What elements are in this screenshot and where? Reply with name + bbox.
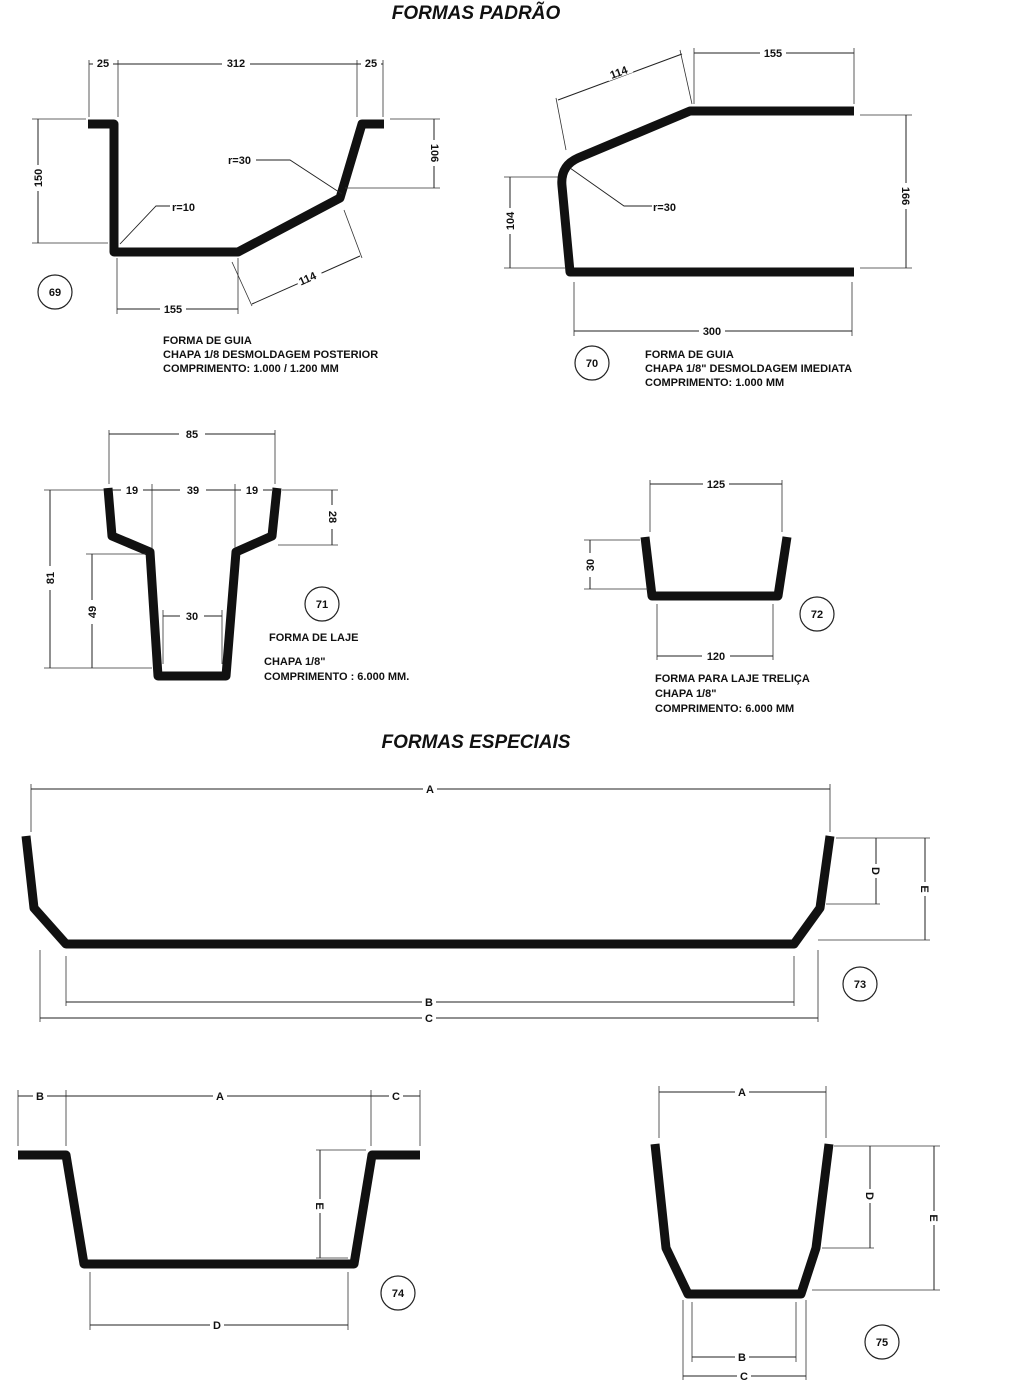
f73-label-a: A bbox=[426, 784, 434, 796]
f71-dim-bottom: 30 bbox=[186, 611, 198, 623]
f73-label-b: B bbox=[425, 997, 433, 1009]
f74-label-e: E bbox=[313, 1202, 325, 1209]
f71-note-3: COMPRIMENTO : 6.000 MM. bbox=[264, 671, 409, 683]
f69-radius-large: r=30 bbox=[228, 155, 251, 167]
f75-label-a: A bbox=[738, 1087, 746, 1099]
form-73-profile bbox=[21, 835, 835, 949]
form-69: 25 312 25 150 106 155 114 r=10 r=30 69 F… bbox=[31, 57, 441, 375]
f72-note-3: COMPRIMENTO: 6.000 MM bbox=[655, 703, 794, 715]
f71-dim-seg-left: 19 bbox=[126, 485, 138, 497]
f69-dim-top: 312 bbox=[227, 58, 245, 70]
f72-note-1: FORMA PARA LAJE TRELIÇA bbox=[655, 673, 810, 685]
f69-dim-height-right: 106 bbox=[428, 144, 440, 162]
form-70: 114 155 104 166 300 r=30 70 FORMA DE GUI… bbox=[503, 46, 913, 389]
f69-number: 69 bbox=[49, 287, 61, 299]
f71-dim-seg-right: 19 bbox=[246, 485, 258, 497]
f70-dim-right-height: 166 bbox=[899, 187, 911, 205]
f70-radius: r=30 bbox=[653, 202, 676, 214]
f71-number: 71 bbox=[316, 599, 328, 611]
f69-dim-height-left: 150 bbox=[33, 169, 45, 187]
f71-note-2: CHAPA 1/8" bbox=[264, 656, 325, 668]
form-72: 125 30 120 72 FORMA PARA LAJE TRELIÇA CH… bbox=[583, 477, 835, 715]
f70-dim-top: 155 bbox=[764, 48, 782, 60]
f70-number-badge bbox=[574, 345, 610, 381]
f75-number: 75 bbox=[876, 1337, 888, 1349]
form-74: B A C E D 74 bbox=[17, 1089, 421, 1332]
f69-dim-left-flange: 25 bbox=[97, 58, 109, 70]
form-70-profile bbox=[557, 106, 854, 277]
f72-dim-bottom: 120 bbox=[707, 651, 725, 663]
f74-number-badge bbox=[380, 1275, 416, 1311]
f71-dim-top: 85 bbox=[186, 429, 198, 441]
f70-dim-slope: 114 bbox=[609, 64, 631, 82]
form-73: A D E B C 73 bbox=[21, 782, 932, 1025]
f70-note-1: FORMA DE GUIA bbox=[645, 349, 734, 361]
form-75-profile bbox=[650, 1143, 834, 1299]
f71-dim-total-height: 81 bbox=[45, 572, 57, 584]
f74-number: 74 bbox=[392, 1288, 405, 1300]
f74-label-a: A bbox=[216, 1091, 224, 1103]
title-standard-forms: FORMAS PADRÃO bbox=[392, 2, 561, 24]
form-72-profile bbox=[640, 536, 792, 601]
f72-dim-height: 30 bbox=[585, 559, 597, 571]
f69-number-badge bbox=[37, 274, 73, 310]
f73-label-d: D bbox=[869, 867, 881, 875]
f73-label-e: E bbox=[918, 885, 930, 892]
f69-note-2: CHAPA 1/8 DESMOLDAGEM POSTERIOR bbox=[163, 349, 378, 361]
form-71-profile bbox=[103, 487, 282, 681]
f69-note-3: COMPRIMENTO: 1.000 / 1.200 MM bbox=[163, 363, 339, 375]
f75-label-c: C bbox=[740, 1371, 748, 1383]
f69-dim-right-flange: 25 bbox=[365, 58, 377, 70]
title-special-forms: FORMAS ESPECIAIS bbox=[382, 732, 571, 753]
form-75: A D E B C 75 bbox=[650, 1085, 941, 1383]
f70-note-3: COMPRIMENTO: 1.000 MM bbox=[645, 377, 784, 389]
f75-label-d: D bbox=[863, 1192, 875, 1200]
f72-number: 72 bbox=[811, 609, 823, 621]
f69-note-1: FORMA DE GUIA bbox=[163, 335, 252, 347]
form-71: 85 19 39 19 28 81 49 30 71 FORMA DE LAJ bbox=[43, 427, 409, 683]
f74-label-c: C bbox=[392, 1091, 400, 1103]
f73-label-c: C bbox=[425, 1013, 433, 1025]
f71-dim-lower-height: 49 bbox=[87, 606, 99, 618]
f72-note-2: CHAPA 1/8" bbox=[655, 688, 716, 700]
f70-number: 70 bbox=[586, 358, 598, 370]
form-74-profile bbox=[18, 1150, 420, 1269]
f71-note-1: FORMA DE LAJE bbox=[269, 632, 358, 644]
f74-label-b: B bbox=[36, 1091, 44, 1103]
f70-dim-bottom: 300 bbox=[703, 326, 721, 338]
f71-dim-seg-mid: 39 bbox=[187, 485, 199, 497]
f74-label-d: D bbox=[213, 1320, 221, 1332]
f70-note-2: CHAPA 1/8" DESMOLDAGEM IMEDIATA bbox=[645, 363, 852, 375]
f72-dim-top: 125 bbox=[707, 479, 725, 491]
f75-label-e: E bbox=[927, 1214, 939, 1221]
form-69-profile bbox=[88, 119, 384, 257]
f70-dim-left-height: 104 bbox=[505, 211, 517, 230]
f69-dim-bottom: 155 bbox=[164, 304, 182, 316]
f75-number-badge bbox=[864, 1324, 900, 1360]
f73-number-badge bbox=[842, 966, 878, 1002]
f69-radius-small: r=10 bbox=[172, 202, 195, 214]
f72-number-badge bbox=[799, 596, 835, 632]
f71-number-badge bbox=[304, 586, 340, 622]
f73-number: 73 bbox=[854, 979, 866, 991]
f71-dim-right-height: 28 bbox=[326, 511, 338, 523]
f75-label-b: B bbox=[738, 1352, 746, 1364]
